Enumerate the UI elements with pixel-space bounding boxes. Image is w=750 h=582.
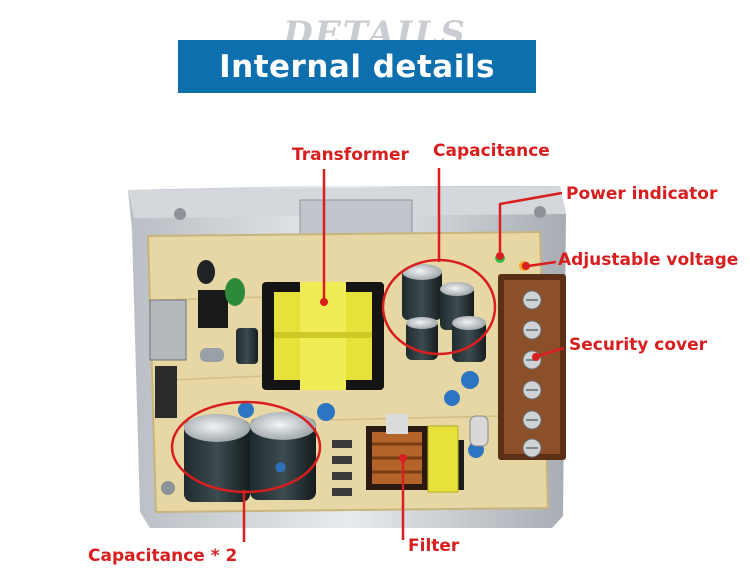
filter-component	[366, 414, 459, 493]
title-banner: Internal details	[178, 40, 536, 93]
terminal-block	[498, 274, 566, 460]
label-security-cover: Security cover	[569, 335, 708, 355]
small-components	[149, 253, 529, 496]
label-adjustable-voltage: Adjustable voltage	[558, 250, 739, 270]
label-transformer: Transformer	[292, 145, 409, 165]
upper-capacitors	[402, 264, 486, 362]
label-filter: Filter	[408, 536, 460, 556]
callout-dots	[320, 252, 540, 462]
label-power-indicator: Power indicator	[566, 184, 718, 204]
label-capacitance-2: Capacitance * 2	[88, 546, 238, 566]
label-capacitance: Capacitance	[433, 141, 550, 161]
callout-markers	[170, 168, 565, 542]
svg-text:⬤: ⬤	[275, 462, 286, 473]
page-title: Internal details	[219, 48, 495, 85]
